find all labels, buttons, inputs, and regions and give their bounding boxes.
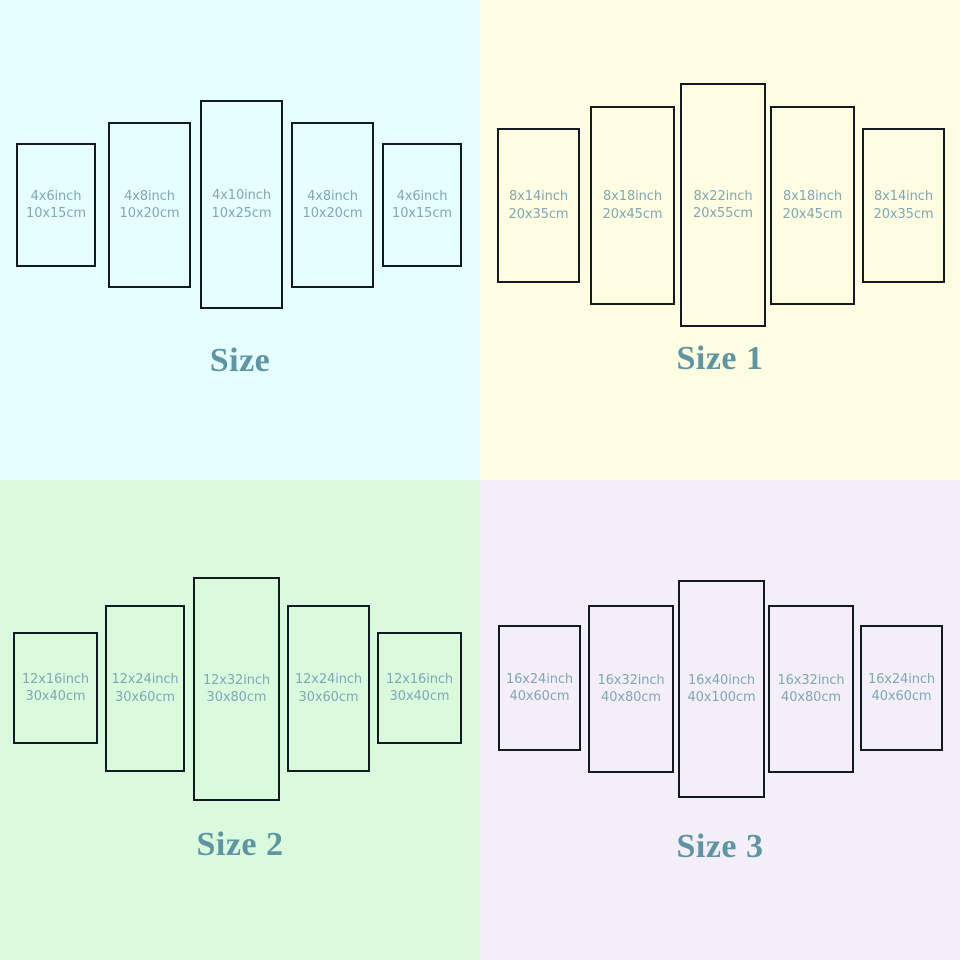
panel-size-label: 12x16inch 30x40cm [386, 671, 453, 705]
size-centimeters: 30x80cm [206, 690, 267, 705]
size-inches: 8x18inch [783, 189, 842, 205]
quadrant-title-size-3: Size 3 [676, 828, 764, 865]
size-1-panel-3[interactable]: 8x22inch 20x55cm [680, 83, 766, 327]
size-inches: 16x24inch [867, 671, 936, 687]
size-inches: 8x14inch [874, 189, 933, 205]
size-centimeters: 20x55cm [693, 206, 753, 221]
size-inches: 8x22inch [693, 188, 753, 204]
panel-size-label: 8x22inch 20x55cm [693, 188, 753, 222]
size-inches: 8x18inch [603, 189, 662, 205]
size-centimeters: 30x40cm [25, 689, 86, 704]
size-centimeters: 10x15cm [26, 206, 86, 221]
panel-size-label: 4x8inch 10x20cm [303, 188, 363, 222]
size-inches: 16x32inch [597, 672, 665, 688]
size-inches: 12x24inch [111, 672, 179, 688]
panel-size-label: 16x32inch 40x80cm [597, 672, 664, 706]
panel-group-size-3: 16x24inch 40x60cm 16x32inch 40x80cm 16x40inc… [480, 480, 960, 960]
size-inches: 4x6inch [396, 188, 448, 204]
size-centimeters: 40x60cm [509, 689, 570, 704]
size-centimeters: 40x60cm [871, 689, 932, 704]
size-centimeters: 30x60cm [298, 689, 359, 705]
panel-size-label: 16x24inch 40x60cm [506, 671, 573, 705]
size-centimeters: 10x20cm [119, 206, 180, 221]
size-2-panel-5[interactable]: 12x16inch 30x40cm [377, 632, 462, 744]
panel-size-label: 16x40inch 40x100cm [687, 672, 755, 706]
panel-size-label: 16x24inch 40x60cm [868, 671, 935, 705]
size-3-panel-3[interactable]: 16x40inch 40x100cm [678, 580, 765, 798]
size-inches: 4x10inch [212, 188, 271, 204]
size-centimeters: 40x100cm [687, 690, 756, 705]
size-centimeters: 30x40cm [389, 689, 450, 704]
size-panel-1[interactable]: 4x6inch 10x15cm [16, 143, 96, 267]
size-2-panel-1[interactable]: 12x16inch 30x40cm [13, 632, 98, 744]
size-3-panel-1[interactable]: 16x24inch 40x60cm [498, 625, 581, 751]
size-centimeters: 30x60cm [115, 689, 175, 705]
quadrant-title-size-2: Size 2 [196, 826, 284, 863]
quadrant-title-size-1: Size 1 [676, 340, 764, 377]
size-panel-4[interactable]: 4x8inch 10x20cm [291, 122, 374, 288]
size-inches: 12x24inch [294, 672, 363, 688]
size-centimeters: 20x35cm [508, 206, 569, 222]
panel-size-label: 12x32inch 30x80cm [203, 672, 270, 706]
size-inches: 4x8inch [124, 188, 175, 204]
size-3-panel-2[interactable]: 16x32inch 40x80cm [588, 605, 674, 773]
panel-size-label: 12x16inch 30x40cm [22, 671, 89, 705]
size-centimeters: 20x45cm [782, 206, 843, 222]
panel-size-label: 16x32inch 40x80cm [777, 672, 844, 706]
size-panel-2[interactable]: 4x8inch 10x20cm [108, 122, 191, 288]
size-inches: 8x14inch [509, 189, 568, 205]
size-inches: 4x6inch [30, 188, 82, 204]
size-2-panel-3[interactable]: 12x32inch 30x80cm [193, 577, 280, 801]
size-3-panel-4[interactable]: 16x32inch 40x80cm [768, 605, 854, 773]
size-centimeters: 20x35cm [873, 206, 934, 222]
size-inches: 12x16inch [385, 671, 454, 687]
quadrant-size-3: 16x24inch 40x60cm 16x32inch 40x80cm 16x40inc… [480, 480, 960, 960]
panel-size-label: 4x6inch 10x15cm [392, 188, 452, 222]
size-inches: 4x8inch [307, 188, 358, 204]
size-inches: 16x24inch [505, 671, 574, 687]
size-centimeters: 20x45cm [602, 206, 663, 222]
size-3-panel-5[interactable]: 16x24inch 40x60cm [860, 625, 943, 751]
size-inches: 12x32inch [202, 672, 271, 688]
size-panel-5[interactable]: 4x6inch 10x15cm [382, 143, 462, 267]
panel-size-label: 4x6inch 10x15cm [26, 188, 86, 222]
panel-size-label: 4x8inch 10x20cm [120, 188, 180, 222]
size-inches: 12x16inch [21, 671, 90, 687]
size-centimeters: 40x80cm [601, 690, 661, 705]
size-inches: 16x32inch [777, 672, 845, 688]
size-centimeters: 10x20cm [302, 206, 363, 221]
size-centimeters: 10x15cm [392, 206, 452, 221]
size-centimeters: 40x80cm [781, 690, 841, 705]
size-centimeters: 10x25cm [211, 205, 272, 221]
size-inches: 16x40inch [687, 672, 756, 688]
quadrant-title-size: Size [209, 342, 271, 379]
